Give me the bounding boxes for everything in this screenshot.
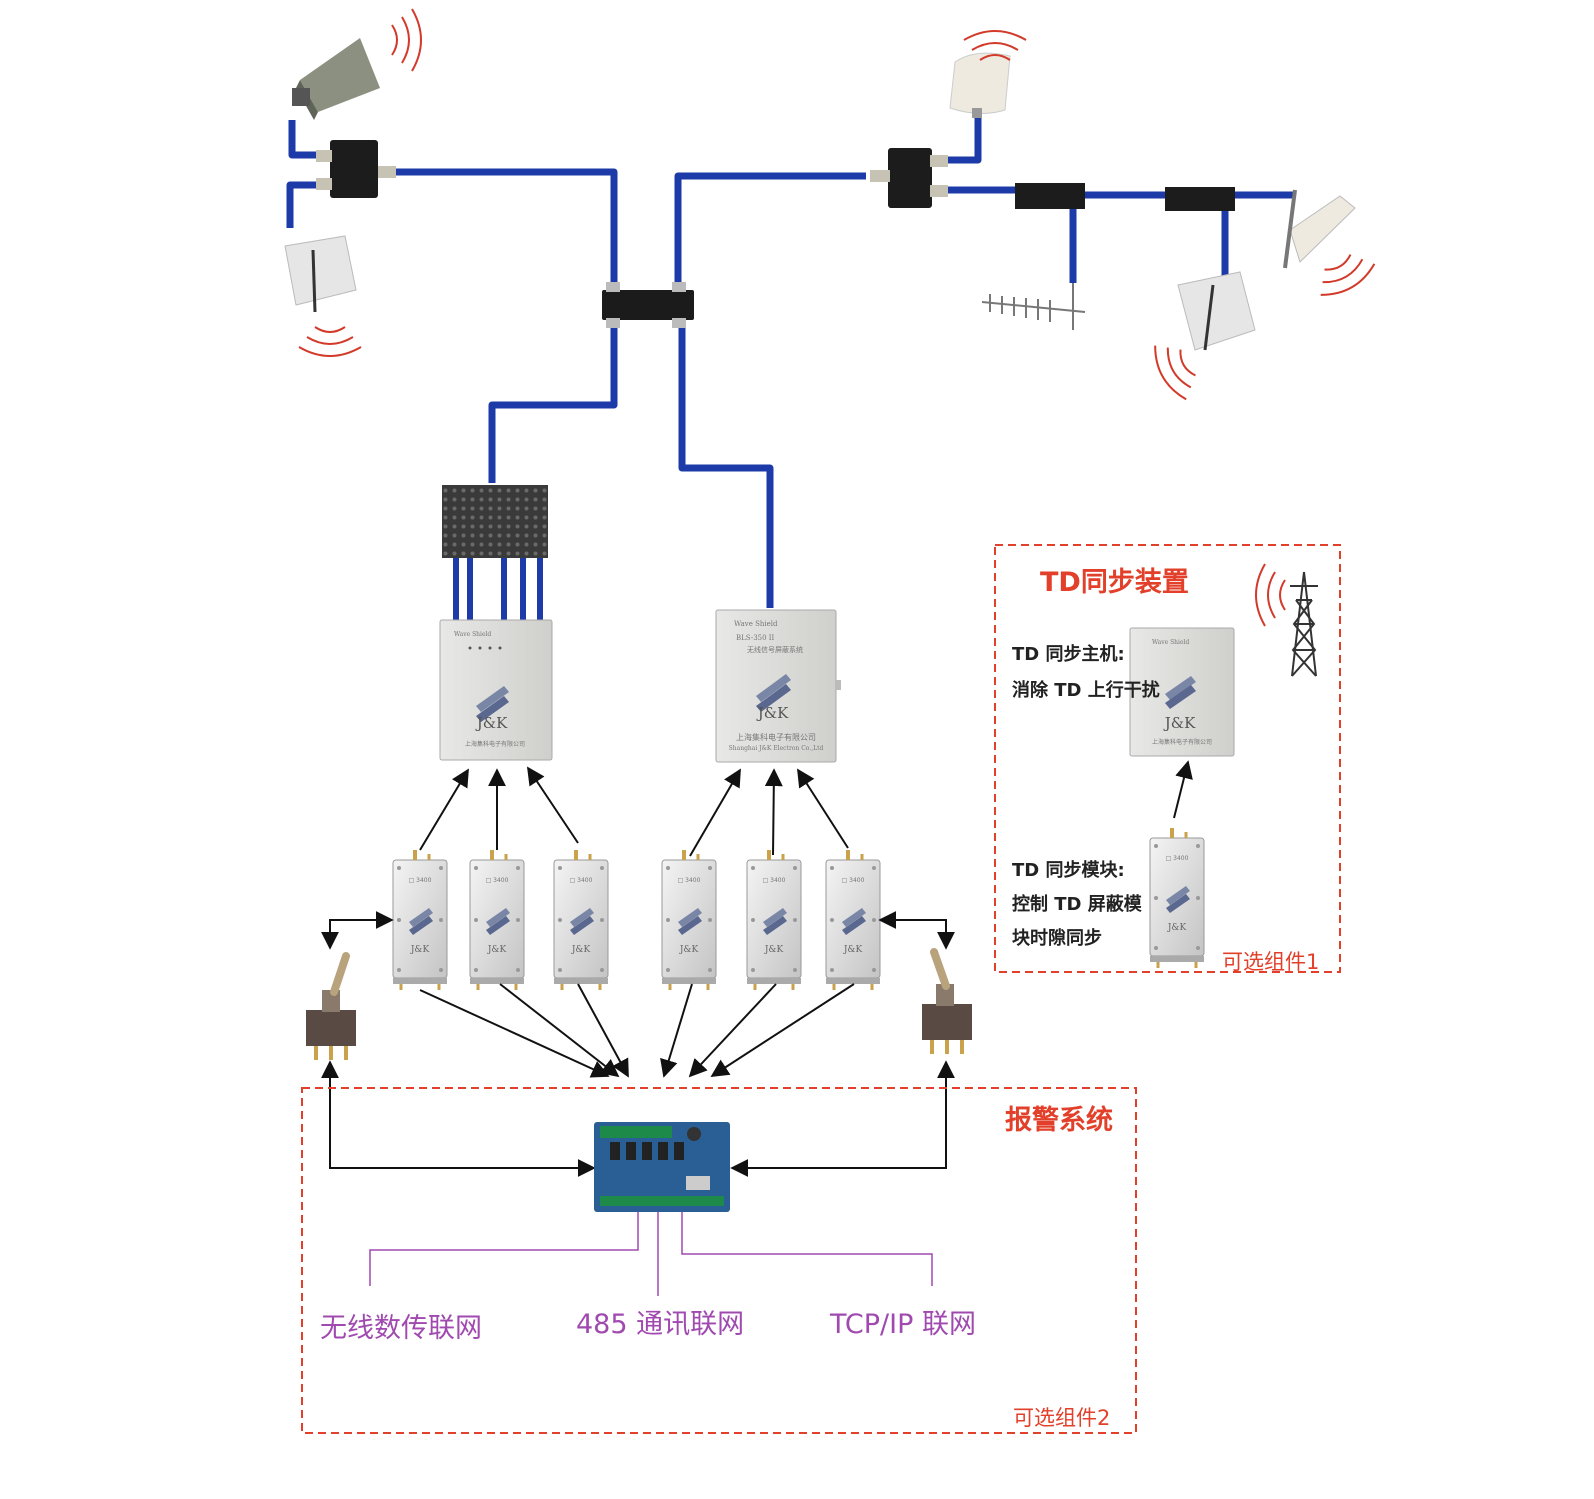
td-group-box (994, 544, 1341, 973)
svg-text:BLS-350 II: BLS-350 II (736, 634, 775, 642)
jammer-module-icon (391, 848, 449, 992)
antenna-icon (292, 8, 422, 120)
td-module-label: TD 同步模块: (1012, 860, 1125, 881)
svg-text:J&K: J&K (756, 704, 789, 722)
optional-component-1: 可选组件1 (1222, 950, 1320, 974)
svg-text:无线信号屏蔽系统: 无线信号屏蔽系统 (747, 645, 803, 654)
splitter-icon (316, 140, 396, 198)
td-arrow (1173, 760, 1193, 819)
td-module-desc-1: 控制 TD 屏蔽模 (1012, 894, 1142, 915)
optional-component-2: 可选组件2 (1013, 1406, 1111, 1430)
td-host-label: TD 同步主机: (1012, 644, 1125, 665)
jammer-module-icon (1148, 826, 1206, 970)
jammer-module-icon (468, 848, 526, 992)
jammer-box-icon: Wave Shield J&K 上海集科电子有限公司 (439, 619, 553, 761)
svg-text:J&K: J&K (1163, 714, 1196, 732)
alarm-group-box (301, 1087, 1137, 1434)
jammer-box-icon: Wave Shield BLS-350 II 无线信号屏蔽系统 J&K 上海集科… (715, 609, 841, 763)
network-lines (369, 1212, 933, 1296)
coupler-icon (1165, 187, 1235, 211)
cavity-filter-icon (442, 485, 548, 558)
svg-text:Wave Shield: Wave Shield (454, 631, 491, 638)
tcpip-network-label: TCP/IP 联网 (830, 1309, 976, 1340)
wireless-network-label: 无线数传联网 (320, 1313, 482, 1344)
td-group-title: TD同步装置 (1040, 567, 1189, 598)
tower-icon (1290, 571, 1318, 677)
rs485-network-label: 485 通讯联网 (576, 1309, 745, 1340)
antenna-icon (981, 283, 1086, 330)
jammer-box-icon: Wave Shield J&K 上海集科电子有限公司 (1129, 627, 1235, 757)
combiner-icon (602, 282, 694, 328)
control-arrows (419, 766, 849, 857)
td-module-desc-2: 块时隙同步 (1012, 928, 1102, 949)
splitter-icon (870, 148, 948, 208)
svg-text:上海集科电子有限公司: 上海集科电子有限公司 (1152, 738, 1212, 746)
cable-network (286, 112, 1295, 608)
svg-text:Shanghai J&K Electron Co.,Ltd: Shanghai J&K Electron Co.,Ltd (729, 745, 824, 752)
jammer-module-icon (552, 848, 610, 992)
switch-arrows (321, 911, 955, 1177)
svg-text:上海集科电子有限公司: 上海集科电子有限公司 (465, 740, 525, 748)
antenna-icon (1283, 189, 1380, 304)
jammer-module-icon (824, 848, 882, 992)
toggle-switch-icon (922, 948, 972, 1054)
svg-text:Wave Shield: Wave Shield (734, 620, 778, 628)
antenna-icon (284, 235, 362, 357)
td-host-desc: 消除 TD 上行干扰 (1012, 680, 1160, 701)
antenna-icon (1146, 271, 1256, 405)
antenna-icon (949, 30, 1027, 118)
alarm-group-title: 报警系统 (1005, 1105, 1113, 1136)
alarm-board-icon (594, 1122, 730, 1212)
combiner-cables (453, 558, 543, 620)
jammer-module-icon (660, 848, 718, 992)
svg-text:J&K: J&K (475, 714, 508, 732)
coupler-icon (1015, 183, 1085, 209)
alarm-arrows (419, 983, 855, 1078)
svg-text:上海集科电子有限公司: 上海集科电子有限公司 (736, 732, 816, 742)
svg-text:Wave Shield: Wave Shield (1152, 639, 1189, 646)
toggle-switch-icon (306, 952, 356, 1060)
jammer-module-icon (745, 848, 803, 992)
signal-wave-icon (1255, 563, 1286, 627)
